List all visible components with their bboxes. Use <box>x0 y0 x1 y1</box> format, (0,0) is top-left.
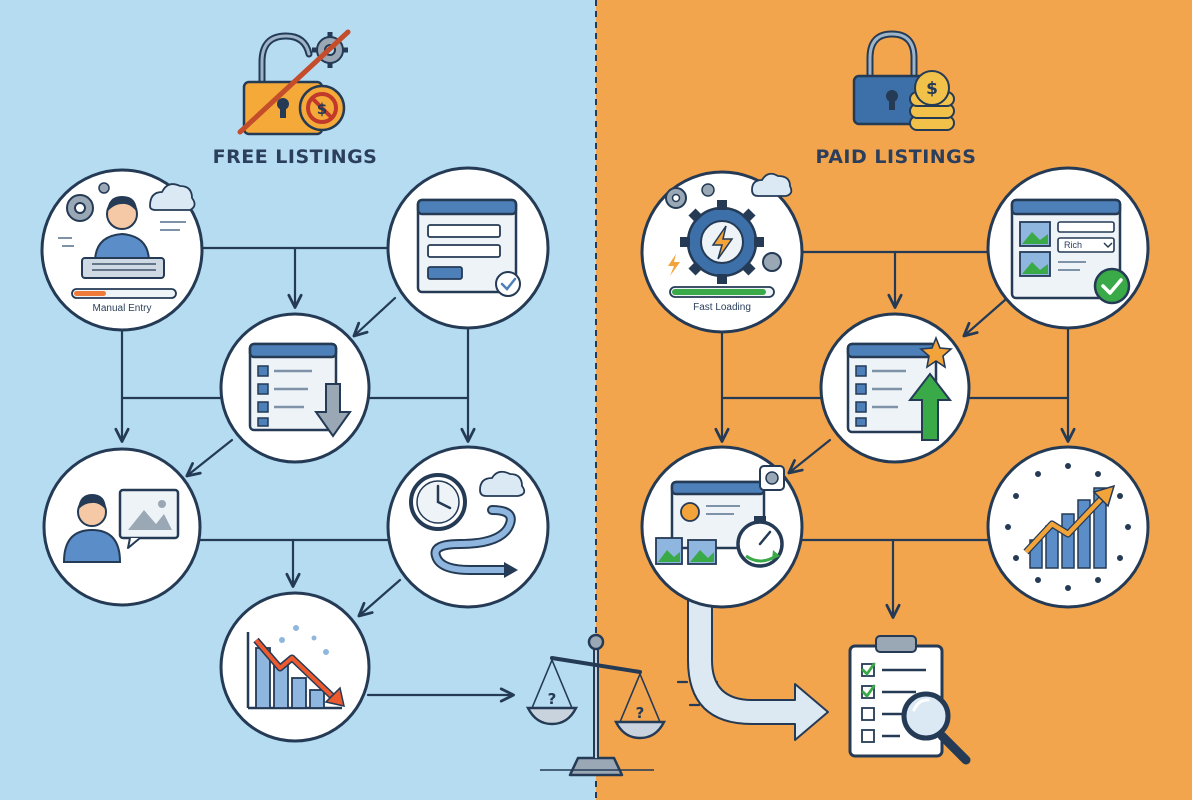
paid-panel-title: PAID LISTINGS <box>815 146 977 168</box>
basic-form-node <box>386 166 550 330</box>
free-panel-title: FREE LISTINGS <box>212 146 378 168</box>
rich-form-node <box>986 166 1150 330</box>
boosted-list-node <box>819 312 971 464</box>
fast-media-node <box>640 445 804 609</box>
svg-text:$: $ <box>317 100 327 118</box>
growth-chart-node <box>986 445 1150 609</box>
fast-loading-label: Fast Loading <box>693 302 751 313</box>
basic-list-node <box>219 312 371 464</box>
manual-entry-label: Manual Entry <box>92 303 152 314</box>
lock-coins-icon: $ <box>852 30 955 131</box>
fast-path-arrow <box>687 599 829 741</box>
fast-loading-node <box>640 170 804 334</box>
checklist-review-node <box>848 635 971 765</box>
scale-right-question-mark: ? <box>635 704 645 722</box>
scale-left-question-mark: ? <box>547 690 557 708</box>
balance-scale-icon <box>525 633 667 777</box>
svg-text:$: $ <box>926 79 938 99</box>
manual-entry-node <box>40 168 204 332</box>
declining-chart-node <box>219 591 371 743</box>
free-connectors <box>114 246 515 703</box>
profile-image-node <box>42 447 202 607</box>
broken-lock-icon: $ <box>237 29 351 136</box>
slow-process-node <box>386 445 550 609</box>
rich-dropdown-label: Rich <box>1063 240 1083 250</box>
